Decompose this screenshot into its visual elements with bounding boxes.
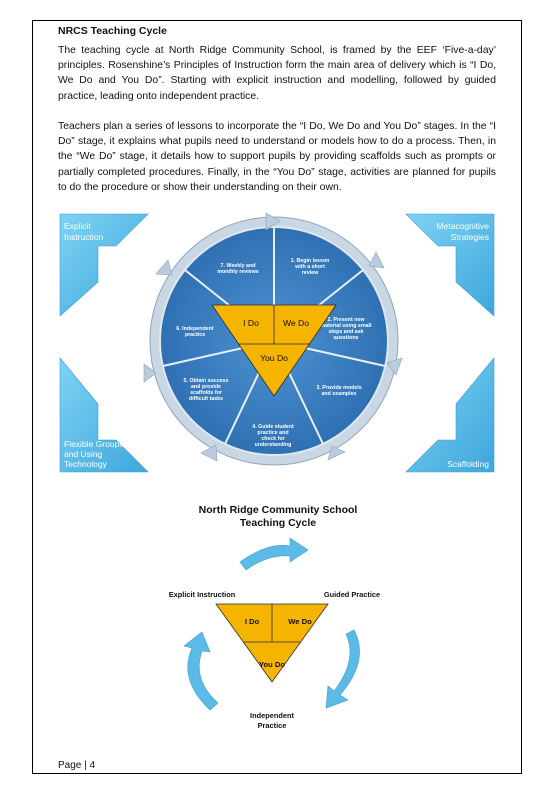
triangle-you-do: You Do [260,353,288,363]
step-2-line4: questions [333,335,358,341]
step-2-line2: material using small [321,323,372,329]
step-4-line4: understanding [255,442,292,448]
simple-triangle: I Do We Do You Do [215,603,329,683]
corner-label-explicit-line2: Instruction [64,232,103,242]
corner-label-flexible-line2: and Using [64,449,103,459]
triangle-i-do: I Do [243,318,259,328]
corner-metacognitive-strategies: Metacognitive Strategies [405,213,495,317]
page-heading: NRCS Teaching Cycle [58,25,167,37]
intro-paragraph: The teaching cycle at North Ridge Commun… [58,45,496,102]
step-5: 5. Obtain success and provide scaffolds … [183,378,228,402]
step-5-line3: scaffolds for [190,390,222,396]
step-3-line2: and examples [321,391,356,397]
step-1-line2: with a short [294,264,325,270]
diagram-title-line1: North Ridge Community School [199,504,358,516]
corner-explicit-instruction: Explicit Instruction [59,213,149,317]
simple-i-do: I Do [245,617,260,626]
step-1: 1. Begin lesson with a short review [291,258,330,276]
step-2: 2. Present new material using small step… [321,317,372,341]
label-guided-practice: Guided Practice [324,590,380,599]
rim-arrows [143,212,403,462]
corner-label-explicit-line1: Explicit [64,221,92,231]
step-5-line2: and provide [191,384,221,390]
step-2-line3: steps and ask [328,329,363,335]
step-6-line2: practice [185,332,205,338]
step-7: 7. Weekly and monthly reviews [217,263,259,275]
center-triangle: I Do We Do You Do [211,304,337,397]
left-cycle-arrow [183,631,219,711]
step-1-line1: 1. Begin lesson [291,258,330,264]
step-3-line1: 3. Provide models [316,385,361,391]
step-7-line2: monthly reviews [217,269,259,275]
corner-label-flexible-line1: Flexible Grouping [64,439,131,449]
triangle-we-do: We Do [283,318,309,328]
step-5-line4: difficult tasks [189,396,223,402]
corner-flexible-grouping: Flexible Grouping and Using Technology [59,357,149,473]
label-explicit-instruction: Explicit Instruction [169,590,236,599]
step-7-line1: 7. Weekly and [221,263,256,269]
page-footer: Page | 4 [58,760,96,771]
step-4-line2: practice and [257,430,288,436]
teaching-cycle-wheel-diagram: Explicit Instruction Metacognitive Strat… [59,212,495,473]
step-1-line3: review [302,270,319,276]
label-independent-line2: Practice [258,721,287,730]
step-5-line1: 5. Obtain success [183,378,228,384]
simple-teaching-cycle-diagram: North Ridge Community School Teaching Cy… [169,504,380,730]
step-4: 4. Guide student practice and check for … [252,424,294,448]
step-6: 6. Independent practice [176,326,214,338]
top-cycle-arrow [239,537,309,571]
corner-label-flexible-line3: Technology [64,459,108,469]
diagram-title-line2: Teaching Cycle [240,517,316,529]
corner-label-metacognitive-line2: Strategies [451,232,489,242]
step-2-line1: 2. Present new [327,317,365,323]
simple-we-do: We Do [288,617,312,626]
right-cycle-arrow [325,629,360,709]
corner-label-scaffolding: Scaffolding [447,459,489,469]
step-4-line1: 4. Guide student [252,424,294,430]
simple-you-do: You Do [259,660,285,669]
page-border [32,20,522,774]
step-4-line3: check for [261,436,285,442]
step-3: 3. Provide models and examples [316,385,361,397]
corner-scaffolding: Scaffolding [405,357,495,473]
corner-label-metacognitive-line1: Metacognitive [437,221,490,231]
label-independent-line1: Independent [250,711,294,720]
step-6-line1: 6. Independent [176,326,214,332]
stages-paragraph: Teachers plan a series of lessons to inc… [58,121,496,193]
